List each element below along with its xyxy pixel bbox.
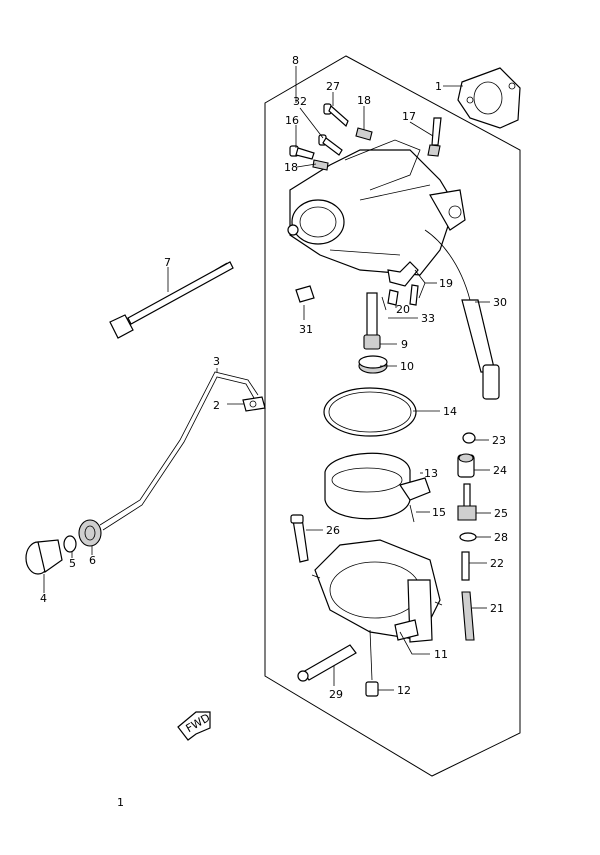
bolt-part-7 bbox=[109, 261, 234, 339]
callout-8: 8 bbox=[292, 54, 299, 67]
callout-18-top: 18 bbox=[357, 94, 371, 107]
callout-29: 29 bbox=[329, 688, 343, 701]
callout-2: 2 bbox=[213, 399, 220, 412]
float-bowl-part bbox=[311, 539, 443, 643]
cap-part-23 bbox=[462, 432, 476, 444]
clip-part-2 bbox=[242, 396, 266, 412]
callout-21: 21 bbox=[490, 602, 504, 615]
callout-9: 9 bbox=[401, 338, 408, 351]
callout-27: 27 bbox=[326, 80, 340, 93]
callout-15: 15 bbox=[432, 506, 446, 519]
float-pin-part bbox=[387, 261, 419, 306]
callout-30: 30 bbox=[493, 296, 507, 309]
callout-32: 32 bbox=[293, 95, 307, 108]
carburetor-body-part bbox=[287, 139, 466, 276]
leader-lines bbox=[43, 66, 491, 691]
hose-part-30 bbox=[424, 229, 500, 400]
callout-1: 1 bbox=[435, 80, 442, 93]
callout-labels: 1 2 3 4 5 6 7 8 9 10 11 12 13 14 15 16 1… bbox=[40, 54, 508, 701]
spring-part-21 bbox=[461, 591, 475, 641]
callout-17: 17 bbox=[402, 110, 416, 123]
screw-part-16 bbox=[289, 145, 315, 160]
callout-3: 3 bbox=[213, 355, 220, 368]
fitting-part-31 bbox=[295, 285, 315, 303]
washer-part-5 bbox=[63, 535, 77, 553]
callout-22: 22 bbox=[490, 557, 504, 570]
spring-part-18-left bbox=[312, 159, 329, 171]
callout-14: 14 bbox=[443, 405, 457, 418]
bushing-part-6 bbox=[78, 519, 102, 547]
callout-26: 26 bbox=[326, 524, 340, 537]
o-ring-part-28 bbox=[459, 532, 477, 542]
callout-11: 11 bbox=[434, 648, 448, 661]
callout-12: 12 bbox=[397, 684, 411, 697]
o-ring-part-14 bbox=[323, 387, 417, 437]
jet-tube-part-9 bbox=[363, 292, 387, 350]
callout-5: 5 bbox=[69, 557, 76, 570]
knob-part-4 bbox=[25, 539, 63, 575]
gasket-part bbox=[457, 67, 521, 129]
callout-23: 23 bbox=[492, 434, 506, 447]
pin-part-15 bbox=[409, 504, 415, 523]
pump-rod-part-22 bbox=[461, 551, 470, 581]
callout-13: 13 bbox=[424, 467, 438, 480]
spring-part-18-top bbox=[355, 127, 373, 141]
needle-part-25 bbox=[457, 483, 477, 521]
callout-16: 16 bbox=[285, 114, 299, 127]
screw-part-17 bbox=[427, 117, 442, 157]
screw-part-26 bbox=[290, 514, 309, 563]
callout-20: 20 bbox=[396, 303, 410, 316]
callout-7: 7 bbox=[164, 256, 171, 269]
linkage-rod-part-3 bbox=[99, 371, 259, 531]
assembly-boundary bbox=[264, 55, 521, 777]
drain-screw-part-12 bbox=[365, 681, 379, 697]
screw-part-27 bbox=[323, 103, 349, 128]
callout-33: 33 bbox=[421, 312, 435, 325]
callout-31: 31 bbox=[299, 323, 313, 336]
drain-tube-part-29 bbox=[297, 644, 357, 682]
screw-part-32 bbox=[318, 134, 343, 156]
footer-mark: 1 bbox=[117, 796, 124, 809]
nut-part-10 bbox=[358, 355, 388, 374]
seat-part-24 bbox=[457, 453, 475, 478]
callout-6: 6 bbox=[89, 554, 96, 567]
callout-19: 19 bbox=[439, 277, 453, 290]
callout-10: 10 bbox=[400, 360, 414, 373]
callout-25: 25 bbox=[494, 507, 508, 520]
callout-24: 24 bbox=[493, 464, 507, 477]
callout-28: 28 bbox=[494, 531, 508, 544]
float-part-13 bbox=[324, 452, 431, 520]
forward-direction-icon: FWD bbox=[177, 711, 212, 741]
callout-4: 4 bbox=[40, 592, 47, 605]
callout-18-left: 18 bbox=[284, 161, 298, 174]
